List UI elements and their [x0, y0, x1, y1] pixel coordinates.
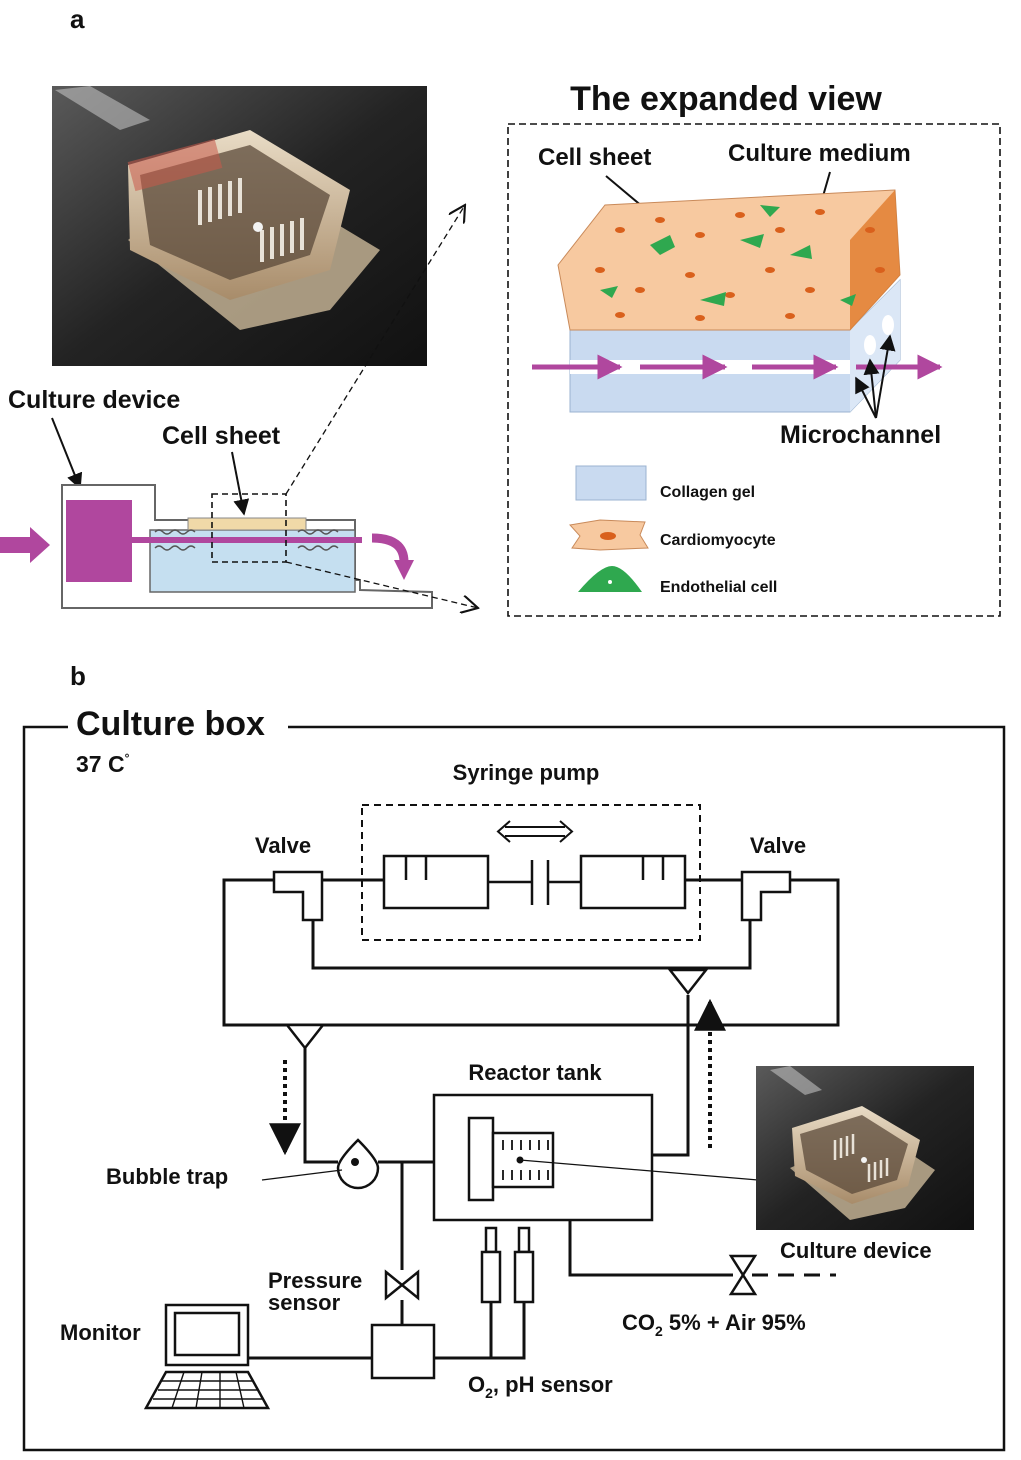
legend-cardiomyocyte: Cardiomyocyte: [660, 532, 776, 549]
panel-b-letter: b: [70, 661, 86, 691]
junction-left: [284, 1023, 326, 1051]
pressure-valve-icon: [384, 1269, 420, 1301]
cell-sheet-label: Cell sheet: [162, 422, 281, 450]
syringe-pump-box: [361, 804, 701, 941]
culture-box-frame: [22, 725, 1006, 1452]
valve-right-icon: [740, 870, 792, 922]
valve-left-icon: [272, 870, 324, 922]
bidirectional-arrow: [496, 820, 574, 843]
legend-collagen-gel: Collagen gel: [660, 484, 755, 501]
tubing: [222, 878, 840, 1360]
bubble-trap-label: Bubble trap: [106, 1164, 228, 1189]
o2-ph-sensor-label: O2, pH sensor: [468, 1372, 613, 1401]
expanded-view-title: The expanded view: [570, 80, 882, 118]
valve-left-label: Valve: [255, 833, 311, 858]
culture-device-b-label: Culture device: [780, 1238, 932, 1263]
pressure-sensor-label-1: Pressure: [268, 1268, 362, 1293]
temperature-label: 37 C°: [76, 751, 130, 777]
legend: Collagen gel Cardiomyocyte Endothelial c…: [569, 465, 777, 596]
panel-a-letter: a: [70, 4, 85, 34]
culture-device-label: Culture device: [8, 386, 180, 414]
monitor-icon: [143, 1303, 271, 1410]
pressure-sensor-label-2: sensor: [268, 1290, 341, 1315]
legend-endothelial-cell: Endothelial cell: [660, 579, 777, 596]
expanded-view-frame: [507, 123, 1001, 617]
zoom-line-top: [285, 205, 465, 495]
culture-box-title: Culture box: [76, 705, 265, 743]
inflow-arrow: [0, 527, 50, 563]
gas-valve-icon: [728, 1254, 758, 1296]
reactor-tank-label: Reactor tank: [468, 1060, 602, 1085]
culture-device-photo: [756, 1066, 974, 1230]
tissue-block: [557, 189, 901, 413]
device-photo: [52, 86, 427, 366]
zoom-box: [211, 493, 287, 563]
pressure-sensor-box: [370, 1323, 436, 1380]
outflow-arrow: [371, 533, 409, 563]
monitor-label: Monitor: [60, 1320, 141, 1345]
ev-cell-sheet-label: Cell sheet: [538, 144, 651, 171]
ev-culture-medium-label: Culture medium: [728, 140, 911, 167]
gas-mixture-label: CO2 5% + Air 95%: [622, 1310, 806, 1339]
syringe-left: [382, 854, 490, 910]
o2-ph-sensor-probes: [480, 1226, 535, 1304]
syringe-right: [579, 854, 687, 910]
syringe-plunger: [488, 860, 581, 905]
device-cross-section: [61, 484, 433, 609]
collagen-gel-icon: [575, 465, 647, 501]
endothelial-cell-icon: [578, 566, 642, 592]
cell-sheet-arrow: [231, 451, 250, 516]
zoom-line-bottom: [285, 561, 478, 608]
syringe-pump-label: Syringe pump: [453, 760, 600, 785]
ev-microchannel-label: Microchannel: [780, 421, 941, 449]
valve-right-label: Valve: [750, 833, 806, 858]
device-label-arrow: [51, 417, 83, 490]
junction-right: [667, 968, 709, 996]
